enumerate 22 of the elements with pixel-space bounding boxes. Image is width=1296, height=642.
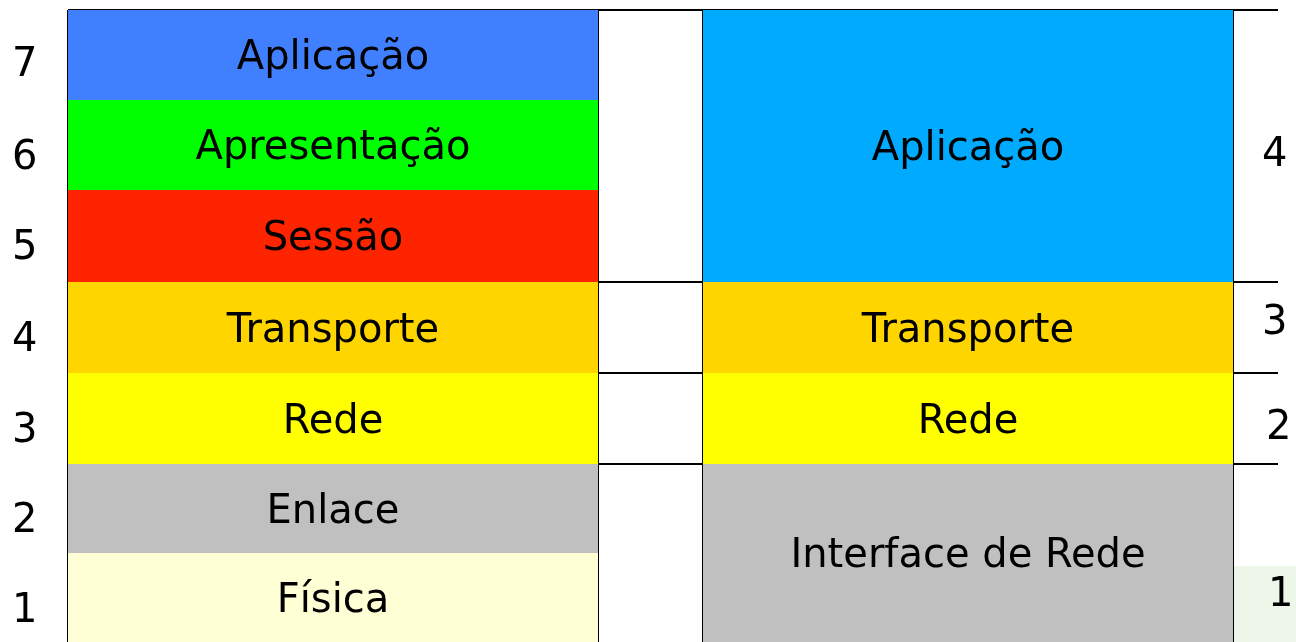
layer-number: 6 — [12, 131, 38, 179]
layer-number: 3 — [1262, 296, 1288, 344]
layer-box: Sessão — [68, 190, 598, 282]
layer-number: 4 — [12, 313, 38, 361]
layer-number: 3 — [12, 404, 38, 452]
layer-number: 2 — [1266, 401, 1292, 449]
layer-number: 1 — [1268, 568, 1294, 616]
layer-box: Aplicação — [68, 10, 598, 100]
layer-box: Rede — [68, 373, 598, 464]
layer-box: Rede — [703, 373, 1233, 464]
layer-box: Enlace — [68, 464, 598, 553]
layer-box: Aplicação — [703, 10, 1233, 282]
layer-box: Transporte — [68, 282, 598, 373]
layer-number: 5 — [12, 221, 38, 269]
layer-number: 4 — [1262, 128, 1288, 176]
layer-box: Física — [68, 553, 598, 642]
layer-box: Apresentação — [68, 100, 598, 190]
layer-box: Transporte — [703, 282, 1233, 373]
layer-box: Interface de Rede — [703, 464, 1233, 642]
layer-number: 1 — [12, 584, 38, 632]
layer-number: 7 — [12, 38, 38, 86]
layer-number: 2 — [12, 494, 38, 542]
